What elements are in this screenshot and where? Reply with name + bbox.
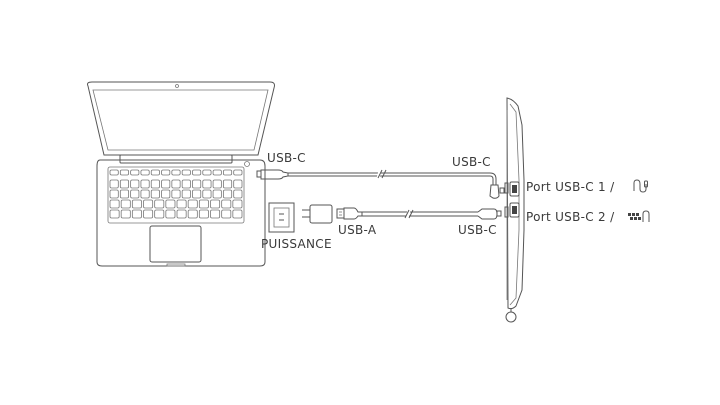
keyboard-key [202, 179, 212, 189]
keyboard-key [192, 179, 202, 189]
keyboard-key [222, 169, 233, 176]
keyboard-key [233, 169, 243, 176]
keyboard-key [187, 209, 198, 219]
keyboard-key [192, 189, 202, 199]
keyboard-key [221, 199, 232, 209]
keyboard-key [143, 209, 154, 219]
keyboard-key [165, 199, 176, 209]
keyboard-key [212, 169, 222, 176]
keyboard-key [119, 179, 130, 189]
keyboard-key [212, 179, 222, 189]
keyboard-key [119, 189, 130, 199]
keyboard-key [140, 179, 150, 189]
keyboard-key [120, 199, 131, 209]
keyboard-key [187, 199, 198, 209]
label-power: PUISSANCE [261, 237, 332, 251]
keyboard-key [109, 179, 119, 189]
label-port-2: Port USB-C 2 / [526, 210, 615, 224]
keyboard-key [198, 209, 209, 219]
keyboard-key [109, 209, 120, 219]
power-outlet [268, 202, 295, 233]
label-usb-a: USB-A [338, 223, 377, 237]
power-adapter [302, 204, 333, 224]
keyboard-key [143, 199, 154, 209]
keyboard-key [202, 169, 212, 176]
keyboard-key [181, 169, 191, 176]
keyboard-key [150, 169, 160, 176]
keys-pen-icon [628, 210, 650, 222]
keyboard-key [131, 209, 142, 219]
keyboard-key [181, 189, 191, 199]
keyboard-key [210, 209, 221, 219]
keyboard-key [130, 189, 140, 199]
keyboard-key [131, 199, 142, 209]
keyboard-key [109, 189, 119, 199]
keyboard-key [212, 189, 222, 199]
keyboard-key [120, 209, 131, 219]
keyboard-key [210, 199, 221, 209]
keyboard-key [222, 189, 233, 199]
keyboard-key [181, 179, 191, 189]
keyboard-key [176, 209, 187, 219]
keyboard-key [176, 199, 187, 209]
usb-a-to-c-cable [336, 207, 502, 220]
keyboard-key [202, 189, 212, 199]
keyboard-key [165, 209, 176, 219]
keyboard-key [154, 209, 165, 219]
keyboard-key [232, 199, 243, 209]
keyboard-key [150, 189, 160, 199]
keyboard-key [130, 169, 140, 176]
usb-c-cable-laptop [256, 169, 505, 199]
keyboard-key [161, 169, 171, 176]
keyboard-key [171, 179, 181, 189]
keyboard-key [161, 189, 171, 199]
keyboard-key [130, 179, 140, 189]
keyboard-key [233, 189, 243, 199]
keyboard-key [140, 169, 150, 176]
label-usb-c-tablet-top: USB-C [452, 155, 491, 169]
keyboard-key [221, 209, 232, 219]
keyboard-key [109, 199, 120, 209]
label-port-1: Port USB-C 1 / [526, 180, 615, 194]
keyboard-keys [109, 169, 243, 219]
keyboard-key [171, 169, 181, 176]
keyboard-key [119, 169, 130, 176]
pen-icon [633, 179, 648, 193]
keyboard-key [140, 189, 150, 199]
label-usb-c-power: USB-C [458, 223, 497, 237]
tablet-side-view [504, 97, 525, 323]
keyboard-key [150, 179, 160, 189]
keyboard-key [222, 179, 233, 189]
keyboard-key [154, 199, 165, 209]
keyboard-key [161, 179, 171, 189]
keyboard-key [171, 189, 181, 199]
keyboard-key [109, 169, 119, 176]
keyboard-key [233, 179, 243, 189]
keyboard-key [198, 199, 209, 209]
laptop-illustration [87, 81, 275, 267]
keyboard-key [192, 169, 202, 176]
keyboard-key [232, 209, 243, 219]
label-usb-c-laptop: USB-C [267, 151, 306, 165]
